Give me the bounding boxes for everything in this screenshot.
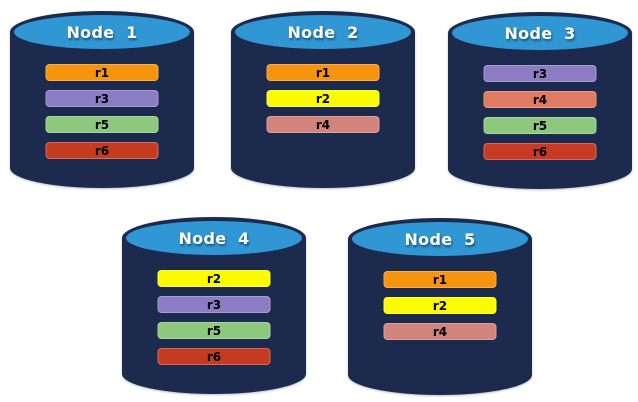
replica-label: r2 [315, 91, 331, 106]
cylinder-body [348, 239, 532, 395]
replica-bar-r1: r1 [45, 64, 159, 81]
replica-list: r1 r2 r4 [383, 271, 497, 340]
node-2-cylinder: Node 2 r1 r2 r4 [231, 11, 415, 188]
cylinder-top-ellipse: Node 4 [122, 217, 306, 259]
replica-label: r4 [432, 324, 448, 339]
replica-list: r3 r4 r5 r6 [483, 65, 597, 160]
replica-label: r3 [94, 91, 110, 106]
node-label: Node 2 [287, 22, 359, 42]
cylinder-body [448, 33, 632, 189]
replica-bar-r3: r3 [45, 90, 159, 107]
node-label: Node 5 [404, 229, 476, 249]
replica-bar-r1: r1 [383, 271, 497, 288]
replica-bar-r5: r5 [45, 116, 159, 133]
cylinder-body [231, 32, 415, 188]
replica-bar-r4: r4 [383, 323, 497, 340]
node-label: Node 3 [504, 23, 576, 43]
replica-label: r6 [532, 144, 548, 159]
node-3-cylinder: Node 3 r3 r4 r5 r6 [448, 12, 632, 189]
replica-bar-r5: r5 [157, 322, 271, 339]
replica-bar-r4: r4 [266, 116, 380, 133]
replica-label: r1 [94, 65, 110, 80]
cylinder-top-ellipse: Node 1 [10, 11, 194, 53]
replica-label: r2 [206, 271, 222, 286]
cylinder-top-ellipse: Node 2 [231, 11, 415, 53]
replica-bar-r2: r2 [383, 297, 497, 314]
node-5-cylinder: Node 5 r1 r2 r4 [348, 218, 532, 395]
replica-label: r6 [206, 349, 222, 364]
replica-bar-r2: r2 [157, 270, 271, 287]
replica-label: r2 [432, 298, 448, 313]
cylinder-top-ellipse: Node 5 [348, 218, 532, 260]
node-label: Node 4 [178, 228, 250, 248]
replica-bar-r6: r6 [157, 348, 271, 365]
node-label: Node 1 [66, 22, 138, 42]
cylinder-body [10, 32, 194, 188]
replica-label: r4 [532, 92, 548, 107]
replica-label: r6 [94, 143, 110, 158]
replica-list: r1 r3 r5 r6 [45, 64, 159, 159]
replica-label: r1 [315, 65, 331, 80]
replica-bar-r6: r6 [483, 143, 597, 160]
replica-bar-r3: r3 [157, 296, 271, 313]
replica-label: r4 [315, 117, 331, 132]
replica-label: r5 [532, 118, 548, 133]
replica-label: r5 [206, 323, 222, 338]
replica-list: r1 r2 r4 [266, 64, 380, 133]
node-1-cylinder: Node 1 r1 r3 r5 r6 [10, 11, 194, 188]
replica-label: r1 [432, 272, 448, 287]
cylinder-body [122, 238, 306, 394]
replica-bar-r5: r5 [483, 117, 597, 134]
replica-bar-r4: r4 [483, 91, 597, 108]
replica-label: r5 [94, 117, 110, 132]
replica-bar-r6: r6 [45, 142, 159, 159]
cylinder-top-ellipse: Node 3 [448, 12, 632, 54]
replica-label: r3 [206, 297, 222, 312]
replica-list: r2 r3 r5 r6 [157, 270, 271, 365]
replica-label: r3 [532, 66, 548, 81]
replica-bar-r1: r1 [266, 64, 380, 81]
replica-bar-r2: r2 [266, 90, 380, 107]
node-4-cylinder: Node 4 r2 r3 r5 r6 [122, 217, 306, 394]
replica-bar-r3: r3 [483, 65, 597, 82]
